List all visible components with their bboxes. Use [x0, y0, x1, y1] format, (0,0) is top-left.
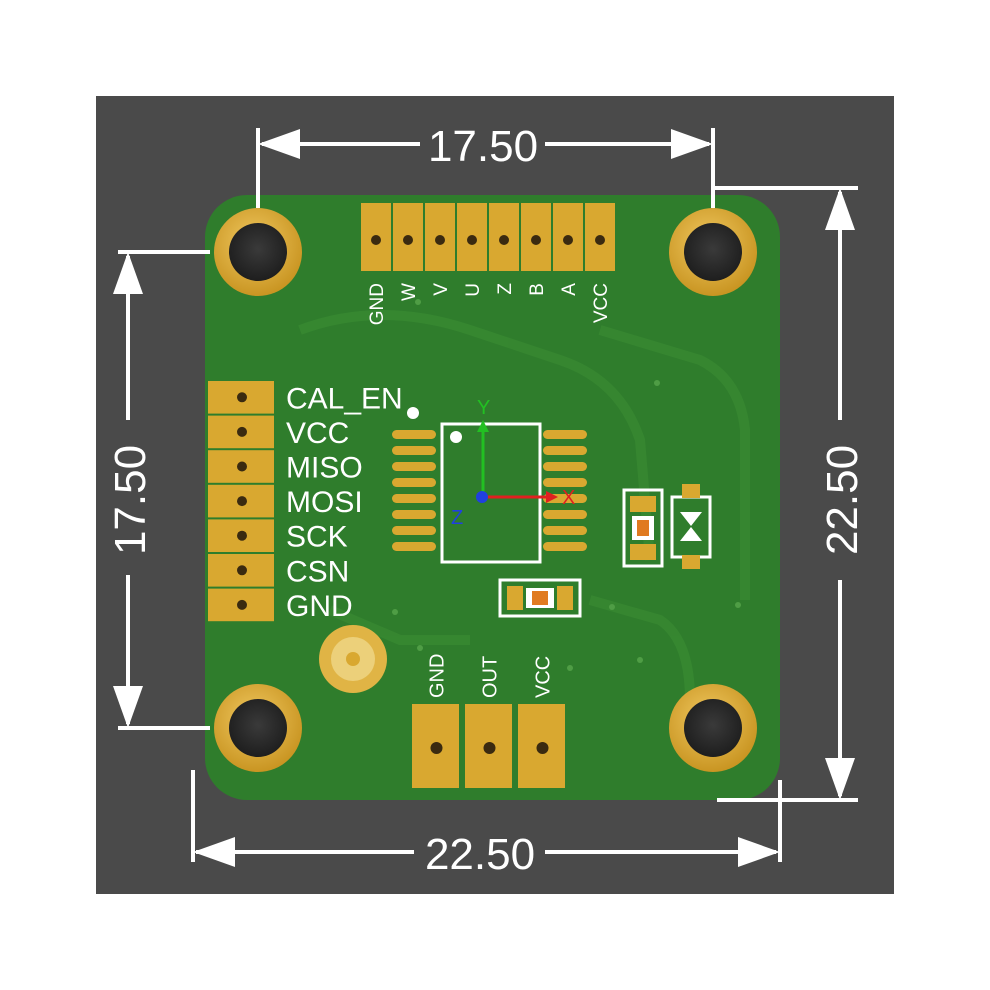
component-resistor-horizontal — [498, 578, 582, 618]
ic-outline — [440, 422, 542, 564]
axis-x-arrow — [546, 491, 558, 503]
ic-pin — [543, 446, 587, 455]
bottom-header-pin-label: VCC — [533, 656, 555, 698]
top-header-pin-label: GND — [367, 283, 388, 325]
dimension-bottom-label: 22.50 — [425, 830, 535, 879]
ic-pin — [543, 542, 587, 551]
top-header-pin-label: V — [431, 283, 452, 296]
dimension-bottom — [191, 770, 782, 867]
ic-pin — [543, 430, 587, 439]
top-header-pin-label: U — [463, 283, 484, 297]
left-header-pin-label: SCK — [286, 521, 348, 554]
axis-z-label: Z — [451, 507, 463, 529]
dimension-top-label: 17.50 — [428, 122, 538, 171]
ic-pin — [392, 494, 436, 503]
left-header-pin-hole — [237, 392, 247, 403]
dimension-right — [713, 186, 858, 802]
dimension-top — [256, 128, 715, 208]
left-header-pin-label: VCC — [286, 417, 349, 450]
top-header-pin-hole — [531, 235, 541, 245]
mounting-hole-bottom-left — [214, 684, 302, 772]
dimension-right-label: 22.50 — [818, 445, 867, 555]
top-header-pin-hole — [435, 235, 445, 245]
left-header-pin-hole — [237, 426, 247, 437]
axis-x-label: X — [562, 487, 575, 509]
left-header-pin-hole — [237, 599, 247, 610]
ic-pin — [392, 478, 436, 487]
board-vias — [392, 299, 741, 671]
bottom-header-pin-hole — [536, 742, 549, 754]
ic-pin — [392, 526, 436, 535]
ic-pin — [392, 430, 436, 439]
top-header-pin-hole — [403, 235, 413, 245]
test-pad — [319, 625, 387, 693]
component-resistor-vertical — [622, 488, 664, 568]
ic-pin — [392, 510, 436, 519]
left-header-pin-hole — [237, 461, 247, 472]
top-header-pin-hole — [563, 235, 573, 245]
board-traces — [298, 310, 750, 701]
left-header-pin-hole — [237, 565, 247, 576]
ic-pin1-dot — [450, 431, 462, 443]
left-header-pin-label: GND — [286, 590, 353, 623]
dimension-left-label: 17.50 — [106, 445, 155, 555]
axis-indicator: Y X Z — [451, 397, 575, 529]
left-header-pin-label: CSN — [286, 555, 349, 588]
mounting-hole-top-right — [669, 208, 757, 296]
ic-pin — [543, 526, 587, 535]
ic-pins-right — [543, 430, 587, 551]
ic-pin — [543, 478, 587, 487]
ic-pin — [392, 446, 436, 455]
left-header-pin-label: MISO — [286, 452, 363, 485]
axis-y-label: Y — [477, 397, 490, 419]
ic-pin — [543, 462, 587, 471]
cal-en-dot — [407, 407, 419, 419]
ic-pin — [392, 462, 436, 471]
bottom-header-pin-label: GND — [427, 654, 449, 698]
dimension-left — [113, 250, 210, 730]
top-header-pin-label: B — [527, 283, 548, 296]
top-header-pin-label: W — [399, 283, 420, 301]
component-diode — [670, 484, 712, 569]
bottom-header-pin-label: OUT — [480, 656, 502, 698]
left-header-pin-hole — [237, 496, 247, 507]
top-header-pin-hole — [595, 235, 605, 245]
mounting-hole-bottom-right — [669, 684, 757, 772]
ic-pin — [543, 510, 587, 519]
top-header-pin-label: A — [559, 283, 580, 296]
bottom-header-pin-hole — [430, 742, 443, 754]
left-header-pin-label: MOSI — [286, 486, 363, 519]
bottom-header-pin-hole — [483, 742, 496, 754]
top-header-pin-hole — [467, 235, 477, 245]
left-header-pin-label: CAL_EN — [286, 382, 403, 415]
top-header-pin-label: Z — [495, 283, 516, 295]
axis-z-dot — [476, 491, 488, 503]
sensor-ic — [392, 407, 587, 564]
left-header-pin-hole — [237, 530, 247, 541]
mounting-hole-top-left — [214, 208, 302, 296]
ic-pins-left — [392, 430, 436, 551]
top-header-pin-hole — [371, 235, 381, 245]
top-header-pin-label: VCC — [591, 283, 612, 323]
top-header-pin-hole — [499, 235, 509, 245]
axis-y-arrow — [477, 420, 489, 432]
bottom-header: GND OUT VCC — [412, 654, 565, 788]
ic-pin — [392, 542, 436, 551]
